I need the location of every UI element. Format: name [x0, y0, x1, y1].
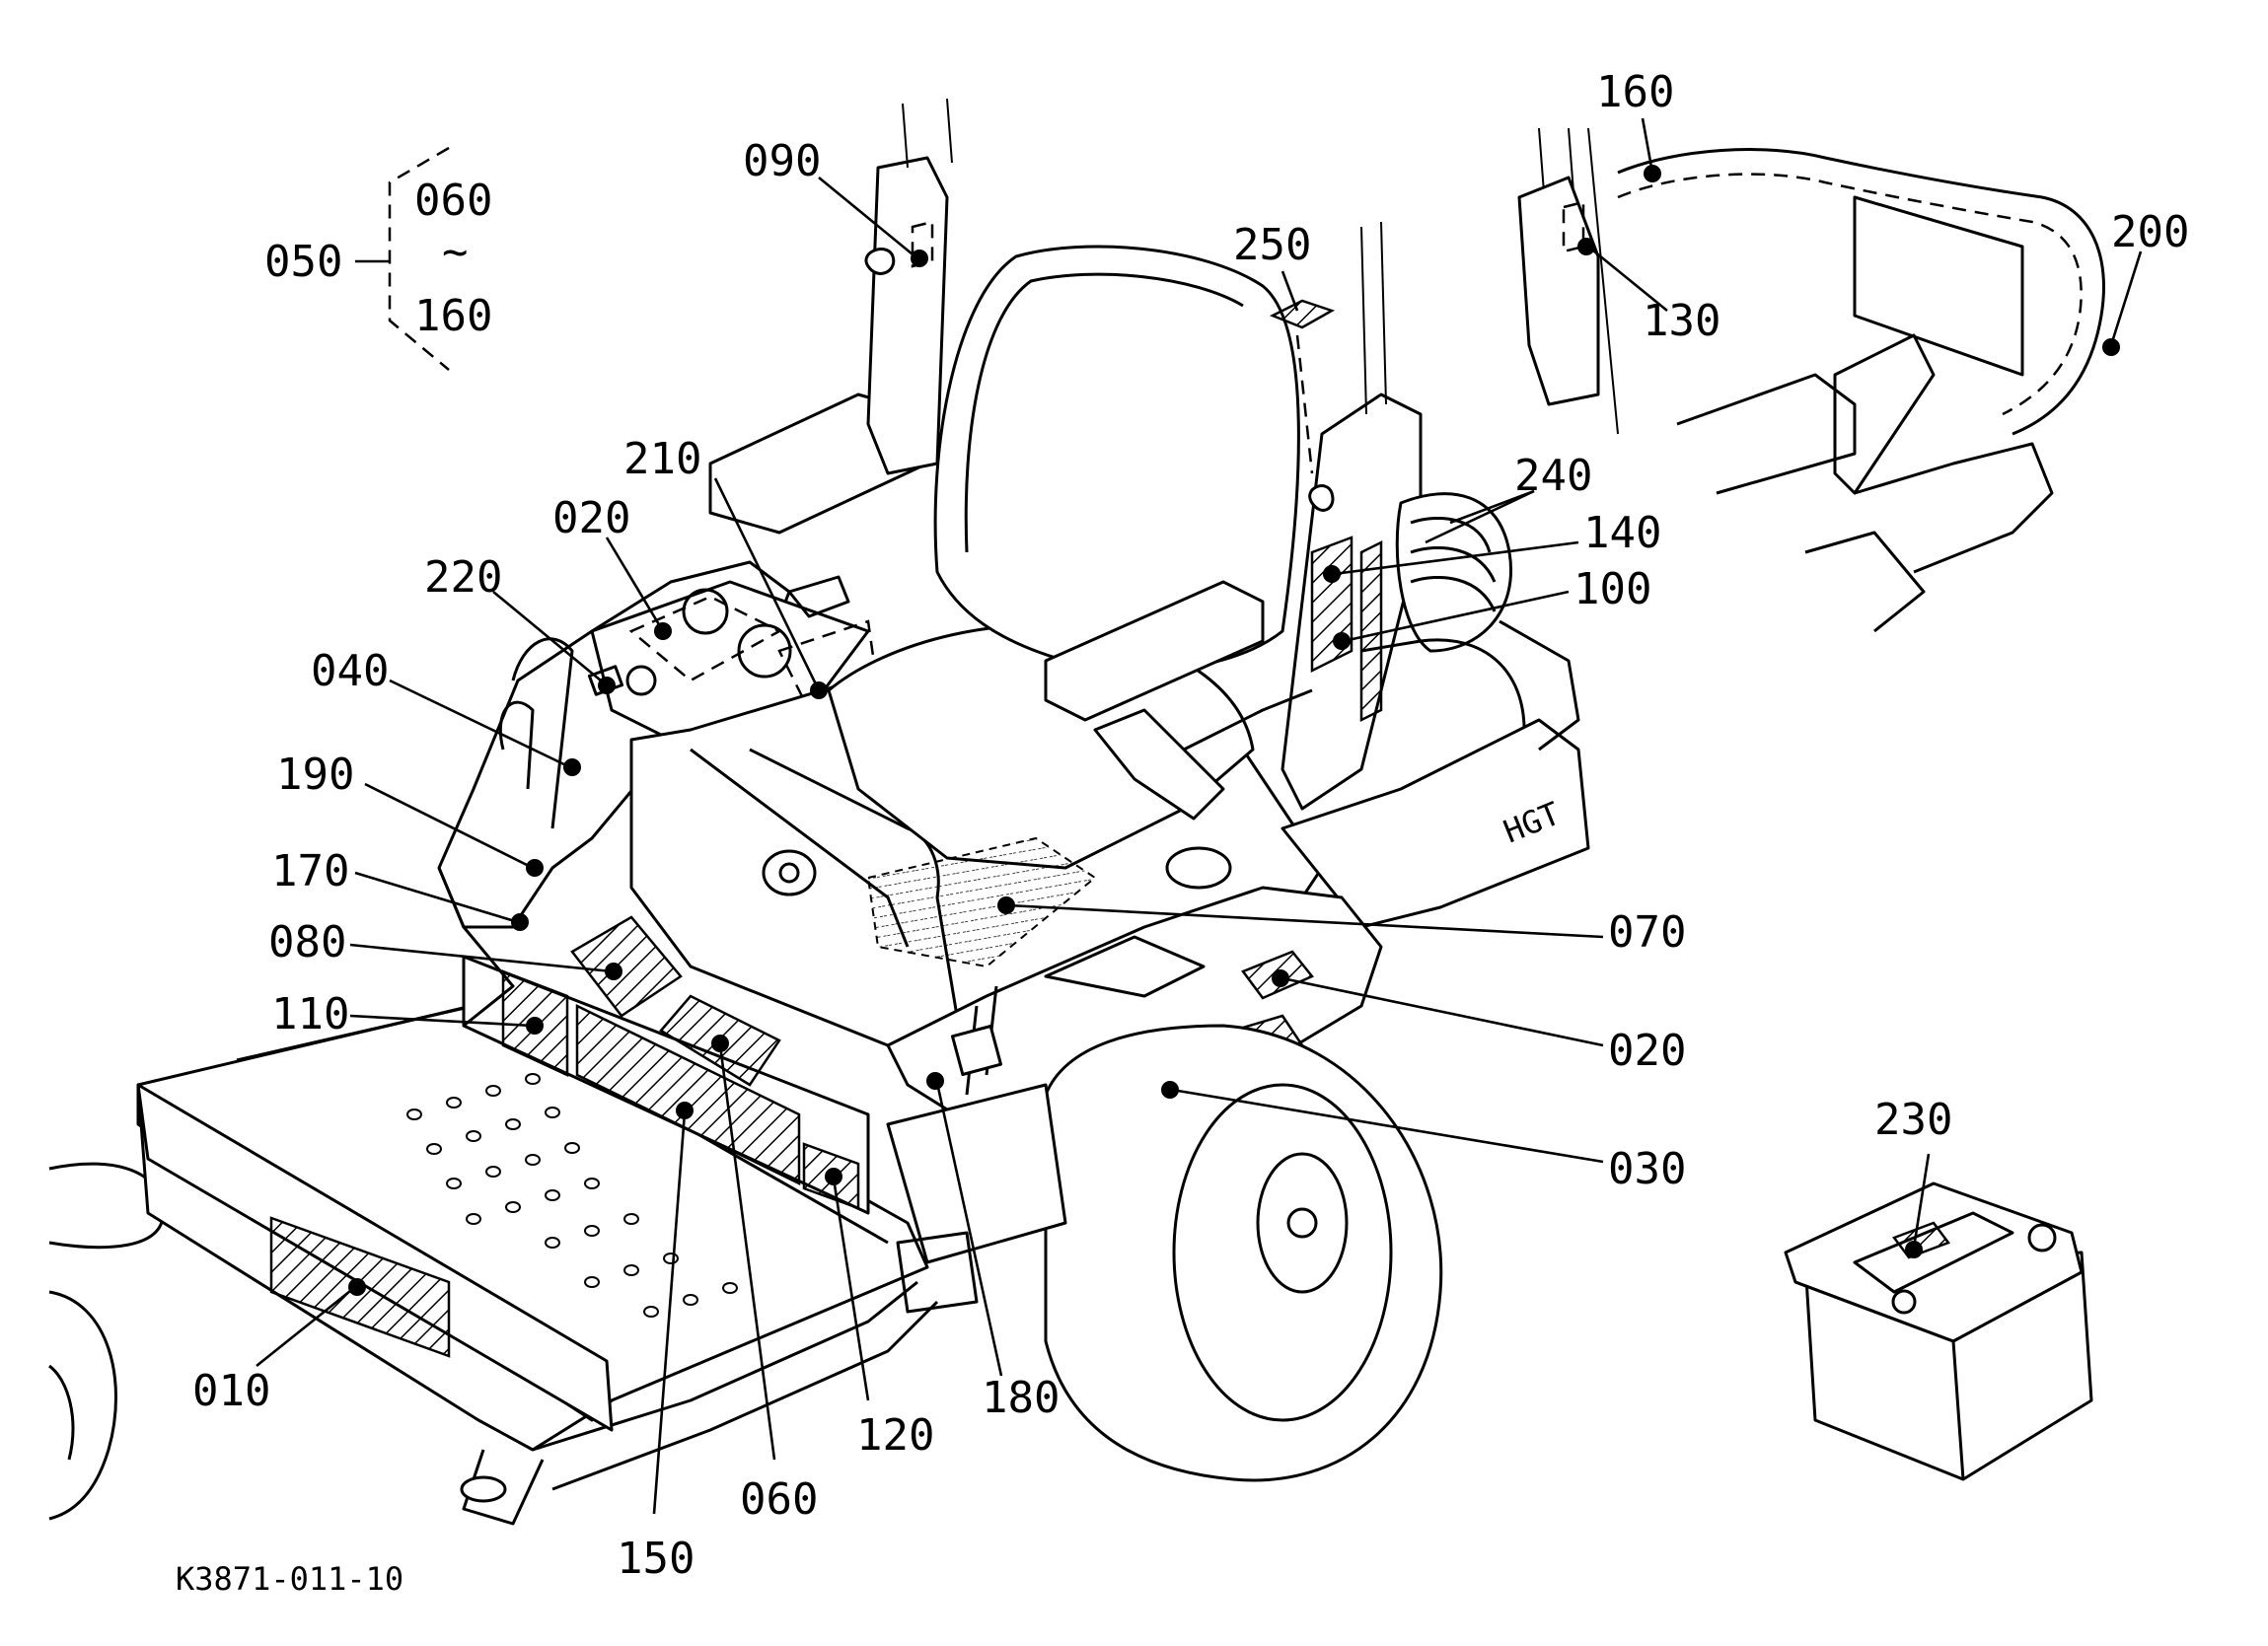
right-rops-knob — [1308, 484, 1335, 512]
seat-rail-knob-center — [778, 862, 800, 884]
decal-130-zone — [1562, 200, 1585, 253]
left-lever — [511, 637, 574, 829]
callout-200: 200 — [2111, 207, 2189, 257]
callout-130: 130 — [1643, 296, 1720, 346]
group-bracket-line — [388, 146, 450, 371]
battery-terminal-neg — [1891, 1289, 1917, 1315]
drawing-code: K3871-011-10 — [176, 1560, 403, 1598]
seat-belt-buckle — [1093, 708, 1225, 821]
decal-100 — [1359, 539, 1383, 723]
rear-wheel-hub — [1256, 1152, 1349, 1294]
callout-140: 140 — [1583, 508, 1661, 558]
right-rops-tube-1 — [1360, 226, 1367, 415]
callout-160-top: 160 — [1596, 67, 1674, 117]
rops-frame-panel — [1853, 195, 2024, 377]
callout-170: 170 — [271, 846, 349, 896]
battery — [1784, 1181, 2093, 1481]
rops-bar-dashed — [1617, 173, 2083, 416]
group-range-sep: ~ — [442, 227, 469, 277]
callout-230: 230 — [1874, 1095, 1952, 1145]
callout-060: 060 — [740, 1474, 818, 1525]
right-armrest — [1044, 580, 1265, 722]
seat-rail-knob — [762, 849, 817, 896]
front-tube-end — [460, 1475, 507, 1503]
rops-detail-tube-3 — [1587, 127, 1619, 435]
battery-front-edge — [1794, 1280, 1965, 1480]
decal-080 — [570, 915, 683, 1018]
callout-240: 240 — [1514, 451, 1592, 501]
callout-190: 190 — [276, 750, 354, 800]
seat-belt-strap — [1183, 688, 1313, 751]
seat-back-inner — [964, 272, 1244, 553]
fuel-cap — [1165, 846, 1232, 890]
decal-250 — [1269, 299, 1336, 329]
panel-gauge-2 — [737, 623, 792, 679]
callout-220: 220 — [424, 552, 502, 603]
left-rops-tube-2 — [946, 98, 953, 164]
callout-010: 010 — [192, 1366, 270, 1416]
callout-210: 210 — [623, 434, 701, 484]
callout-120: 120 — [856, 1410, 934, 1461]
left-tower-side — [437, 867, 515, 1028]
rear-wheel-rim — [1172, 1083, 1393, 1422]
left-rops-tube-1 — [902, 103, 909, 169]
right-panel-step — [896, 1231, 979, 1314]
callout-180: 180 — [982, 1373, 1060, 1423]
callout-020-top: 020 — [552, 493, 630, 543]
key-switch — [787, 575, 850, 618]
callout-070: 070 — [1608, 907, 1686, 958]
decal-140 — [1310, 536, 1353, 674]
callout-labels: 090 250 160 130 200 210 020 220 040 190 … — [192, 67, 2189, 1584]
rops-frame-lower — [1854, 442, 2054, 574]
rear-tire — [1044, 1024, 1443, 1482]
left-rear-tire-outline — [48, 1290, 117, 1521]
rear-wheel-lug — [1286, 1207, 1318, 1239]
mower-illustration: HGT — [48, 98, 1590, 1526]
panel-gauge-1 — [682, 588, 729, 635]
left-lever-grip — [498, 700, 535, 790]
callout-110: 110 — [271, 989, 349, 1039]
right-side-panel — [886, 1083, 1067, 1264]
rear-frame-bar — [1499, 619, 1580, 751]
callout-020-bottom: 020 — [1608, 1026, 1686, 1076]
group-range-from: 060 — [414, 176, 492, 226]
left-rear-tire-inner — [48, 1364, 75, 1461]
callout-100: 100 — [1573, 564, 1651, 614]
fender-cupholder — [1044, 935, 1206, 998]
callout-150: 150 — [617, 1534, 695, 1584]
battery-terminal-pos — [2027, 1223, 2057, 1252]
callout-040: 040 — [311, 646, 389, 696]
floor-holes — [406, 1073, 738, 1318]
air-cleaner — [1395, 492, 1512, 653]
group-bracket-050: 050 060 ~ 160 — [264, 146, 492, 371]
group-label: 050 — [264, 237, 342, 287]
lever-bracket — [951, 1025, 1002, 1076]
panel-knob — [625, 665, 657, 696]
decal-250-support — [1295, 334, 1314, 474]
callout-080: 080 — [268, 917, 346, 967]
left-rops-knob — [864, 248, 896, 275]
rops-detail — [1517, 127, 2105, 633]
rops-frame-side — [1676, 373, 1857, 495]
leader-lines — [256, 117, 2143, 1515]
rops-detail-bracket — [1517, 176, 1600, 406]
panel-decal-zone — [628, 595, 782, 682]
callout-250: 250 — [1233, 220, 1311, 270]
front-frame-rail-2 — [551, 1300, 939, 1491]
decal-070 — [866, 836, 1097, 968]
group-range-to: 160 — [414, 291, 492, 341]
rops-frame-base — [1804, 531, 1926, 633]
rops-frame-arm — [1833, 333, 1936, 495]
callout-030: 030 — [1608, 1144, 1686, 1194]
right-rops-tube-2 — [1380, 221, 1387, 405]
left-rops-upright — [866, 156, 949, 475]
rops-bar-outer — [1617, 148, 2105, 436]
callout-090: 090 — [743, 136, 821, 186]
